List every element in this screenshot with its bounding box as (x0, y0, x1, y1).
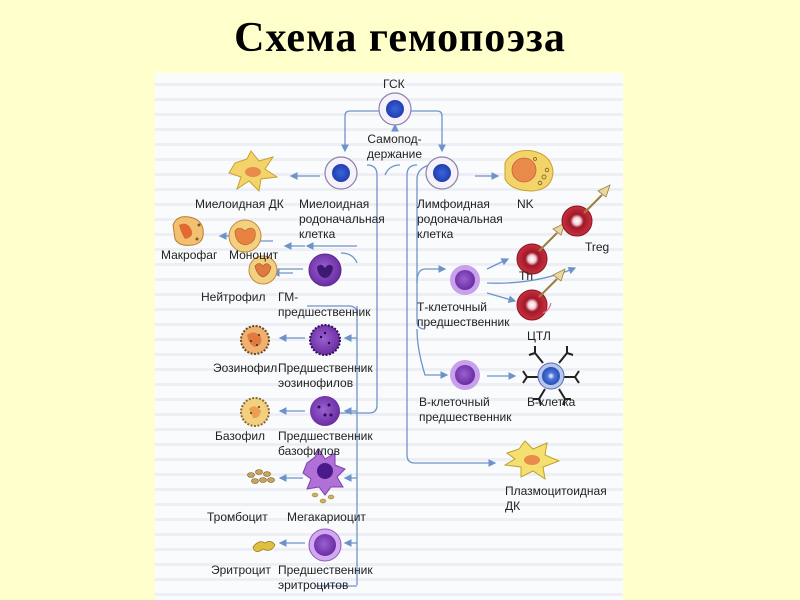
hematopoiesis-diagram: ГСК Самопод- держание Миелоидная ДК Миел… (155, 73, 623, 600)
label-monocyte: Моноцит (229, 248, 279, 262)
label-treg: Treg (585, 240, 610, 254)
macrophage-cell (172, 216, 204, 246)
basophil-cell (240, 397, 270, 427)
lymphoid-progenitor-cell (425, 156, 459, 190)
label-ctl: ЦТЛ (527, 329, 551, 343)
arrow-t-to-th (486, 258, 510, 270)
plasmacytoid-dc-cell (503, 440, 561, 481)
label-eosinophil-progenitor: Предшественник эозинофилов (278, 361, 373, 390)
myeloid-trunk (315, 164, 378, 414)
erythroid-progenitor-cell (308, 528, 342, 562)
label-th: Th (519, 269, 534, 283)
t-progenitor-cell (450, 265, 480, 295)
myeloid-progenitor-cell (324, 156, 358, 190)
slide-title: Схема гемопоэза (234, 15, 566, 61)
monocyte-cell (228, 219, 262, 253)
label-basophil-progenitor: Предшественник базофилов (278, 429, 373, 458)
label-megakaryocyte: Мегакариоцит (287, 510, 366, 524)
arrow-hsc-to-myeloid (341, 110, 380, 153)
label-basophil: Базофил (215, 429, 266, 443)
neutrophil-cell (248, 255, 278, 285)
label-erythrocyte: Эритроцит (211, 563, 271, 577)
myeloid-dc-cell (228, 150, 279, 193)
hsc-cell (378, 92, 412, 126)
ctl-cell (516, 268, 566, 321)
label-plasmacytoid-dc: Плазмоцитоидная ДК (505, 484, 607, 513)
eosinophil-cell (240, 325, 270, 355)
label-gm-progenitor: ГМ- предшественник (278, 290, 371, 319)
megakaryocyte-cell (302, 447, 346, 504)
b-progenitor-cell (450, 360, 480, 390)
label-neutrophil: Нейтрофил (201, 290, 266, 304)
arrow-t-to-ctl (486, 292, 517, 303)
th-cell (516, 222, 566, 275)
arrow-t-to-treg (486, 266, 577, 284)
label-self-renewal: Самопод- держание (367, 132, 423, 161)
label-b-progenitor: В-клеточный предшественник (419, 395, 512, 424)
diagram-graphics (172, 92, 611, 587)
label-t-progenitor: Т-клеточный предшественник (417, 300, 510, 329)
label-macrophage: Макрофаг (161, 248, 218, 262)
arrow-to-b-progenitor (416, 328, 449, 379)
basophil-progenitor-cell (310, 396, 340, 426)
label-platelet: Тромбоцит (207, 510, 268, 524)
platelets (247, 469, 275, 484)
label-nk: NK (517, 197, 534, 211)
arrow-to-plasmacytoid-dc (406, 164, 497, 467)
arrow-hsc-to-lymphoid (410, 110, 446, 153)
label-b-cell: В-клетка (527, 395, 576, 409)
label-myeloid-progenitor: Миелоидная родоначальная клетка (299, 197, 385, 241)
arrow-to-t-progenitor (416, 265, 447, 284)
label-erythroid-progenitor: Предшественник эритроцитов (278, 563, 373, 592)
b-cell (522, 346, 580, 406)
label-hsc: ГСК (383, 77, 405, 91)
label-myeloid-dc: Миелоидная ДК (195, 197, 284, 211)
nk-cell (504, 150, 554, 192)
erythrocyte-cell (252, 541, 276, 552)
label-eosinophil: Эозинофил (213, 361, 278, 375)
eosinophil-progenitor-cell (309, 324, 341, 356)
label-lymphoid-progenitor: Лимфоидная родоначальная клетка (417, 197, 503, 241)
gm-progenitor-cell (308, 253, 342, 287)
treg-cell (561, 184, 611, 237)
